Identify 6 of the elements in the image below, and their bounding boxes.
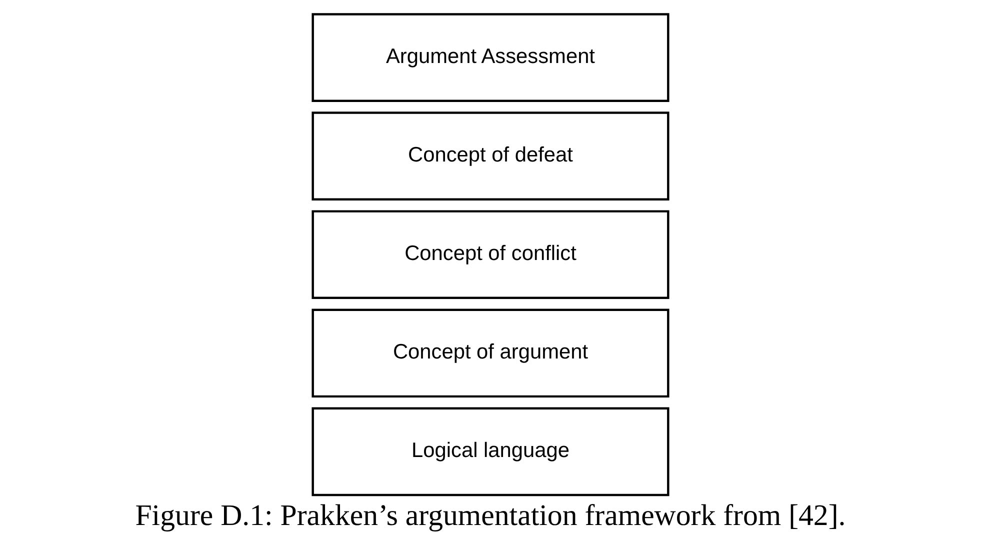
node-box: Concept of conflict bbox=[312, 210, 670, 300]
node-box: Argument Assessment bbox=[312, 13, 670, 102]
caption: Figure D.1: Prakken’s argumentation framework from [42]. bbox=[135, 498, 846, 532]
node-box: Concept of argument bbox=[312, 308, 670, 398]
node-box: Concept of defeat bbox=[312, 112, 670, 200]
node-box: Logical language bbox=[312, 407, 670, 496]
